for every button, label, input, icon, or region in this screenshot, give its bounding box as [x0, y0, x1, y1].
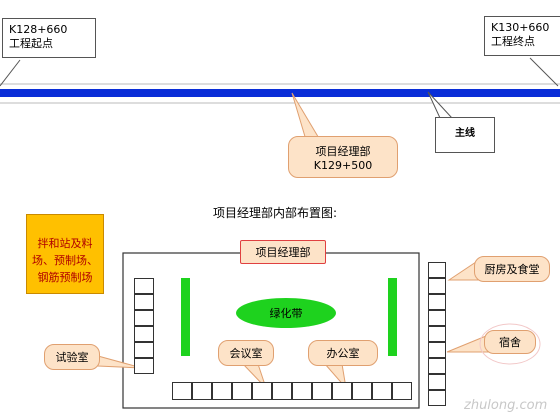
- lab-cell: [134, 294, 154, 310]
- start-label: 工程起点: [9, 37, 53, 50]
- office-cell: [392, 382, 412, 400]
- mixing-station-block: 拌和站及料 场、预制场、 钢筋预制场: [26, 214, 104, 294]
- office-cell: [232, 382, 252, 400]
- office-cell: [272, 382, 292, 400]
- watermark: zhulong.com: [464, 398, 548, 413]
- start-station: K128+660: [9, 23, 68, 36]
- end-station: K130+660: [491, 21, 550, 34]
- green-belt: 绿化带: [236, 298, 336, 328]
- office-cell: [332, 382, 352, 400]
- kitchen-label: 厨房及食堂: [484, 263, 540, 276]
- dormitory-decoration: [479, 323, 541, 365]
- project-dept-callout-pointer: [291, 92, 321, 141]
- start-callout-pointer: [0, 59, 21, 87]
- office-cell: [252, 382, 272, 400]
- dorm-cell: [428, 294, 446, 310]
- dorm-cell: [428, 358, 446, 374]
- office-callout: 办公室: [308, 340, 378, 366]
- project-dept-room: 项目经理部: [240, 240, 326, 264]
- office-cell: [372, 382, 392, 400]
- dormitory-callout-pointer: [446, 335, 489, 353]
- dorm-cell: [428, 310, 446, 326]
- mainline-callout: 主线: [435, 117, 495, 153]
- green-belt-label: 绿化带: [269, 307, 303, 320]
- lab-cell: [134, 342, 154, 358]
- lab-cell: [134, 358, 154, 374]
- dormitory-label: 宿舍: [499, 336, 521, 349]
- office-label: 办公室: [326, 347, 360, 360]
- project-dept-callout-label: 项目经理部: [315, 144, 371, 158]
- green-strip-right: [388, 278, 397, 356]
- mixing-station-line3: 钢筋预制场: [37, 271, 93, 284]
- end-callout-pointer: [529, 57, 559, 87]
- lab-label: 试验室: [55, 351, 89, 364]
- lab-callout: 试验室: [44, 344, 100, 370]
- lab-cell: [134, 310, 154, 326]
- dorm-cell: [428, 326, 446, 342]
- office-cell: [292, 382, 312, 400]
- mainline-label: 主线: [455, 128, 475, 139]
- dorm-cell: [428, 262, 446, 278]
- green-strip-left: [181, 278, 190, 356]
- dormitory-callout: 宿舍: [484, 330, 536, 354]
- main-road-line: [0, 89, 560, 97]
- mixing-station-line2: 场、预制场、: [32, 254, 98, 267]
- office-cell: [212, 382, 232, 400]
- office-cell: [192, 382, 212, 400]
- dorm-cell: [428, 374, 446, 390]
- meeting-room-label: 会议室: [229, 347, 263, 360]
- end-label: 工程终点: [491, 35, 535, 48]
- kitchen-callout: 厨房及食堂: [474, 256, 550, 282]
- project-dept-room-label: 项目经理部: [255, 246, 311, 259]
- office-cell: [172, 382, 192, 400]
- dorm-cell: [428, 390, 446, 406]
- office-cell: [352, 382, 372, 400]
- end-point-callout: K130+660 工程终点: [484, 16, 560, 56]
- dorm-cell: [428, 342, 446, 358]
- mixing-station-line1: 拌和站及料: [37, 237, 93, 250]
- start-point-callout: K128+660 工程起点: [2, 18, 96, 58]
- dorm-cell: [428, 278, 446, 294]
- project-dept-callout-station: K129+500: [313, 158, 373, 172]
- lab-cell: [134, 278, 154, 294]
- office-cell: [312, 382, 332, 400]
- meeting-room-callout: 会议室: [218, 340, 274, 366]
- project-dept-callout: 项目经理部 K129+500: [288, 136, 398, 178]
- lab-cell: [134, 326, 154, 342]
- layout-title: 项目经理部内部布置图:: [213, 206, 338, 220]
